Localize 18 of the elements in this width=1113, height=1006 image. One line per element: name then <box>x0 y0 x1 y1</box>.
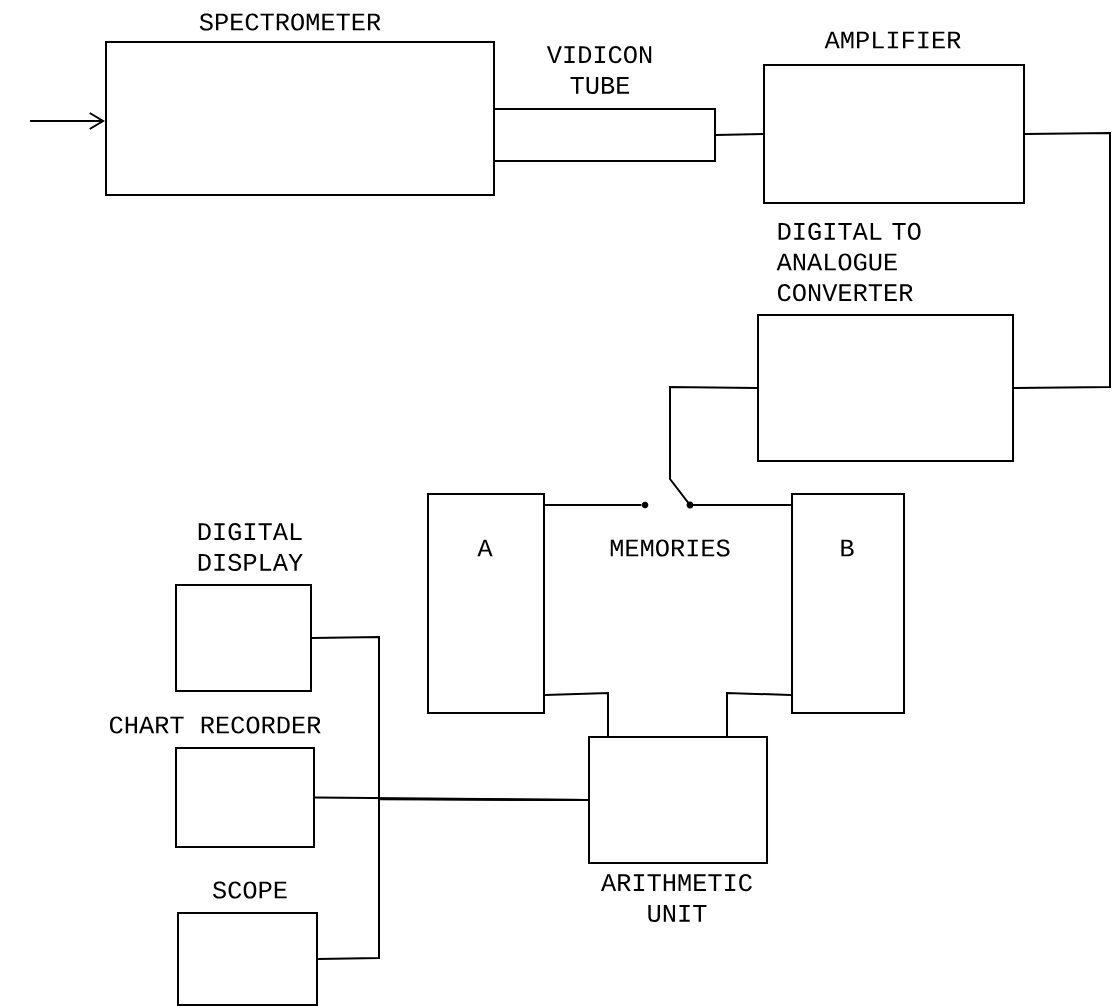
connector <box>1013 132 1111 389</box>
connector <box>544 691 609 737</box>
input-arrow <box>29 112 105 130</box>
box-label: CHART RECORDER <box>110 716 321 734</box>
connector <box>669 386 792 509</box>
box-label: VIDICON TUBE <box>546 46 652 94</box>
box-label: DIGITAL TO ANALOGUE CONVERTER <box>776 222 921 302</box>
connector <box>726 691 792 737</box>
box-label: A <box>477 539 493 557</box>
box-label: ARITHMETIC UNIT <box>601 874 752 922</box>
connector <box>544 504 643 506</box>
box-label: SCOPE <box>213 881 287 899</box>
group-label: MEMORIES <box>610 539 730 557</box>
box-label: DIGITAL DISPLAY <box>198 523 303 571</box>
box-label: SPECTROMETER <box>199 13 381 31</box>
connector <box>715 133 764 136</box>
box-label: AMPLIFIER <box>824 31 961 49</box>
box-label: B <box>841 539 854 557</box>
